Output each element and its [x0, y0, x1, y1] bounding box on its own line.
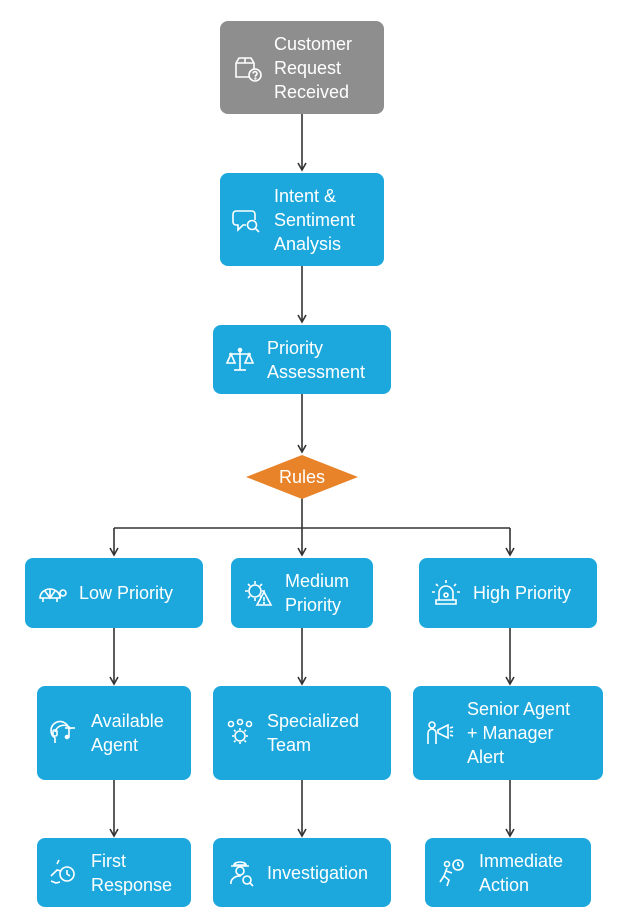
high-priority-node: High Priority: [419, 558, 597, 628]
specialized-team-node: Specialized Team: [213, 686, 391, 780]
first-response-node: First Response: [37, 838, 191, 907]
immediate-action-label: Immediate Action: [479, 850, 564, 895]
investigation-node: Investigation: [213, 838, 391, 907]
box-question-icon: [235, 56, 262, 82]
megaphone-person-icon: [427, 721, 454, 744]
running-clock-icon: [439, 858, 464, 886]
team-gear-icon: [227, 718, 253, 744]
senior-agent-node: Senior Agent + Manager Alert: [413, 686, 603, 780]
medium-priority-node: Medium Priority: [231, 558, 373, 628]
investigation-label: Investigation: [267, 862, 369, 883]
priority-assessment-label: Priority Assessment: [267, 337, 366, 382]
available-agent-label: Available Agent: [91, 711, 164, 755]
turtle-icon: [39, 588, 67, 602]
customer-request-label: Customer Request Received: [274, 33, 353, 102]
detective-icon: [230, 860, 254, 887]
siren-icon: [432, 580, 460, 605]
high-priority-label: High Priority: [473, 583, 572, 603]
available-agent-node: Available Agent: [37, 686, 191, 780]
gear-warning-icon: [245, 581, 273, 606]
rules-diamond: [246, 455, 358, 499]
medium-priority-label: Medium Priority: [285, 571, 350, 615]
rules-label: Rules: [278, 467, 326, 487]
customer-request-node: Customer Request Received: [220, 21, 384, 114]
chat-search-icon: [232, 209, 260, 233]
intent-analysis-node: Intent & Sentiment Analysis: [220, 173, 384, 266]
first-response-label: First Response: [91, 850, 173, 895]
scales-icon: [225, 347, 255, 371]
low-priority-node: Low Priority: [25, 558, 203, 628]
intent-analysis-label: Intent & Sentiment Analysis: [274, 185, 356, 254]
priority-assessment-node: Priority Assessment: [213, 325, 391, 394]
hand-clock-icon: [50, 859, 75, 884]
low-priority-label: Low Priority: [79, 583, 174, 603]
headset-agent-icon: [50, 720, 75, 743]
senior-agent-label: Senior Agent + Manager Alert: [467, 699, 571, 767]
specialized-team-label: Specialized Team: [267, 711, 360, 755]
immediate-action-node: Immediate Action: [425, 838, 591, 907]
